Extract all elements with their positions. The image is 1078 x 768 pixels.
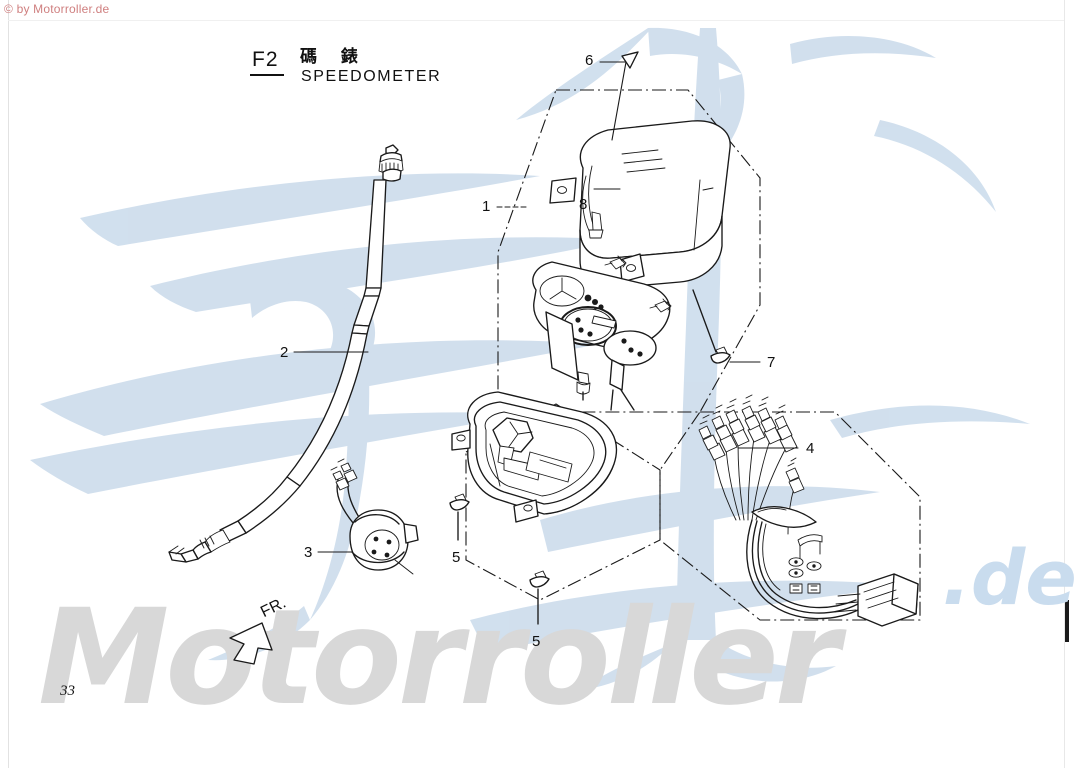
scan-edge-left [8, 0, 9, 768]
callout-2: 2 [280, 344, 289, 361]
part-screw-right [692, 289, 731, 364]
callout-3: 3 [304, 544, 313, 561]
section-code: F2 [252, 48, 279, 71]
part-screw-left [449, 493, 470, 541]
scan-edge-top [8, 20, 1064, 21]
section-code-underline [250, 74, 284, 76]
callout-7: 7 [767, 354, 776, 371]
callout-4: 4 [806, 440, 815, 457]
part-speedometer-upper-cover [549, 120, 731, 289]
part-wire-harness [698, 394, 919, 627]
callout-5-lower: 5 [532, 633, 541, 650]
scan-artifact-mark [1065, 600, 1069, 642]
front-direction-arrow [229, 622, 273, 665]
scan-edge-right [1064, 0, 1065, 768]
part-speedometer-drive-gear [330, 458, 419, 575]
part-screw-lower [529, 570, 550, 625]
callout-1: 1 [482, 198, 491, 215]
callout-8: 8 [579, 196, 588, 213]
section-title-chinese: 碼 錶 [300, 47, 367, 67]
page-number: 33 [60, 683, 75, 699]
callout-5-left: 5 [452, 549, 461, 566]
copyright-notice: © by Motorroller.de [4, 2, 110, 16]
section-title-english: SPEEDOMETER [301, 68, 442, 85]
callout-6: 6 [585, 52, 594, 69]
